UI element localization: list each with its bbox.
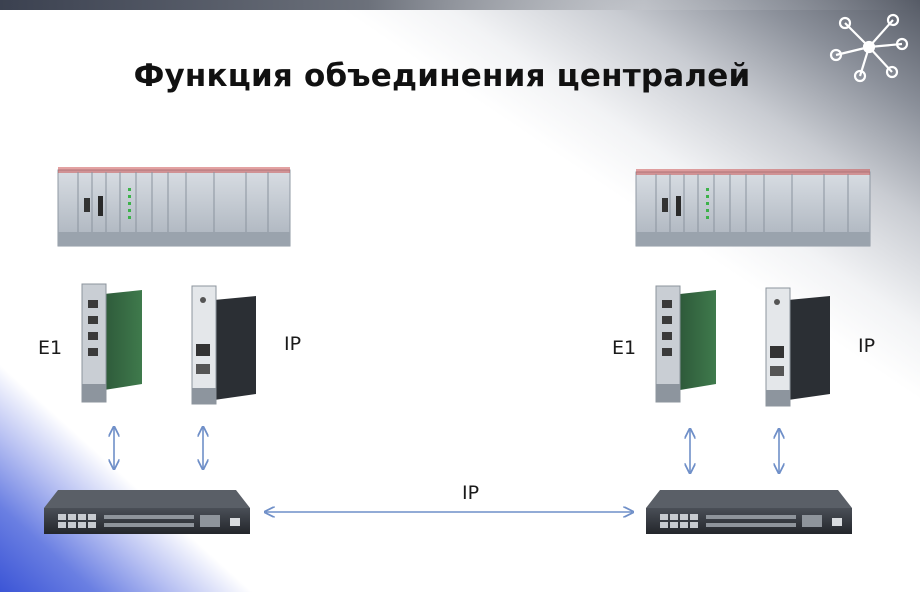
right-network-switch	[646, 490, 852, 534]
right-e1-board	[655, 285, 716, 403]
left-pbx-chassis	[57, 167, 291, 247]
right-pbx-chassis	[635, 169, 871, 247]
right-e1-label: E1	[612, 337, 636, 359]
left-ip-label: IP	[284, 333, 301, 355]
link-ip-label: IP	[462, 482, 479, 504]
left-e1-label: E1	[38, 337, 62, 359]
right-ip-label: IP	[858, 335, 875, 357]
right-ip-board	[765, 287, 830, 407]
left-network-switch	[44, 490, 250, 534]
left-e1-board	[81, 283, 142, 403]
top-caption-strip	[0, 0, 920, 10]
network-hub-icon	[829, 13, 909, 83]
slide-title: Функция объединения централей	[133, 58, 751, 94]
left-ip-board	[191, 285, 256, 405]
